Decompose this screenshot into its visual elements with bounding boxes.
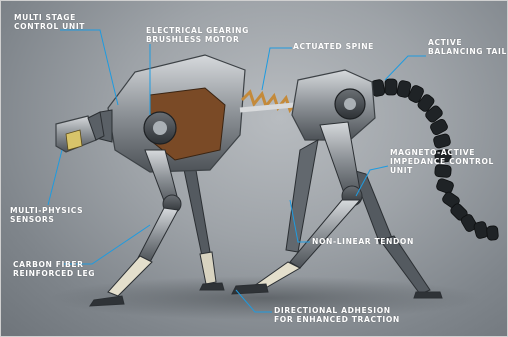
label-directional-adhesion-line-2: for enhanced traction xyxy=(274,315,400,324)
label-balancing-tail-line-2: balancing tail xyxy=(428,47,507,56)
label-carbon-fiber-leg-line-1: Carbon fiber xyxy=(13,260,95,269)
label-control-unit-line-2: control unit xyxy=(14,22,85,31)
label-gearing-motor-line-1: Electrical gearing xyxy=(146,26,249,35)
label-impedance-control-line-1: Magneto-active xyxy=(390,148,494,157)
label-control-unit-line-1: Multi stage xyxy=(14,13,85,22)
label-impedance-control: Magneto-active impedance control unit xyxy=(390,148,494,175)
label-multi-physics-line-2: sensors xyxy=(10,215,83,224)
torso xyxy=(96,55,245,172)
label-actuated-spine: Actuated spine xyxy=(293,42,374,51)
label-actuated-spine-line-1: Actuated spine xyxy=(293,42,374,51)
callout-line-multi-physics xyxy=(48,150,62,205)
label-impedance-control-line-3: unit xyxy=(390,166,494,175)
label-carbon-fiber-leg-line-2: reinforced leg xyxy=(13,269,95,278)
callout-line-actuated-spine xyxy=(262,48,292,90)
label-impedance-control-line-2: impedance control xyxy=(390,157,494,166)
label-carbon-fiber-leg: Carbon fiber reinforced leg xyxy=(13,260,95,278)
rear-leg xyxy=(232,122,362,294)
label-multi-physics-line-1: Multi-physics xyxy=(10,206,83,215)
head xyxy=(56,112,104,152)
label-balancing-tail: Active balancing tail xyxy=(428,38,507,56)
label-control-unit: Multi stage control unit xyxy=(14,13,85,31)
callout-line-control-unit xyxy=(60,30,118,105)
label-gearing-motor-line-2: brushless motor xyxy=(146,35,249,44)
callout-line-carbon-fiber xyxy=(64,225,150,264)
label-non-linear-tendon: Non-linear tendon xyxy=(312,237,414,246)
label-gearing-motor: Electrical gearing brushless motor xyxy=(146,26,249,44)
label-multi-physics: Multi-physics sensors xyxy=(10,206,83,224)
label-directional-adhesion: Directional adhesion for enhanced tracti… xyxy=(274,306,400,324)
label-directional-adhesion-line-1: Directional adhesion xyxy=(274,306,400,315)
label-non-linear-tendon-line-1: Non-linear tendon xyxy=(312,237,414,246)
callout-line-balancing-tail xyxy=(385,56,426,80)
label-balancing-tail-line-1: Active xyxy=(428,38,507,47)
